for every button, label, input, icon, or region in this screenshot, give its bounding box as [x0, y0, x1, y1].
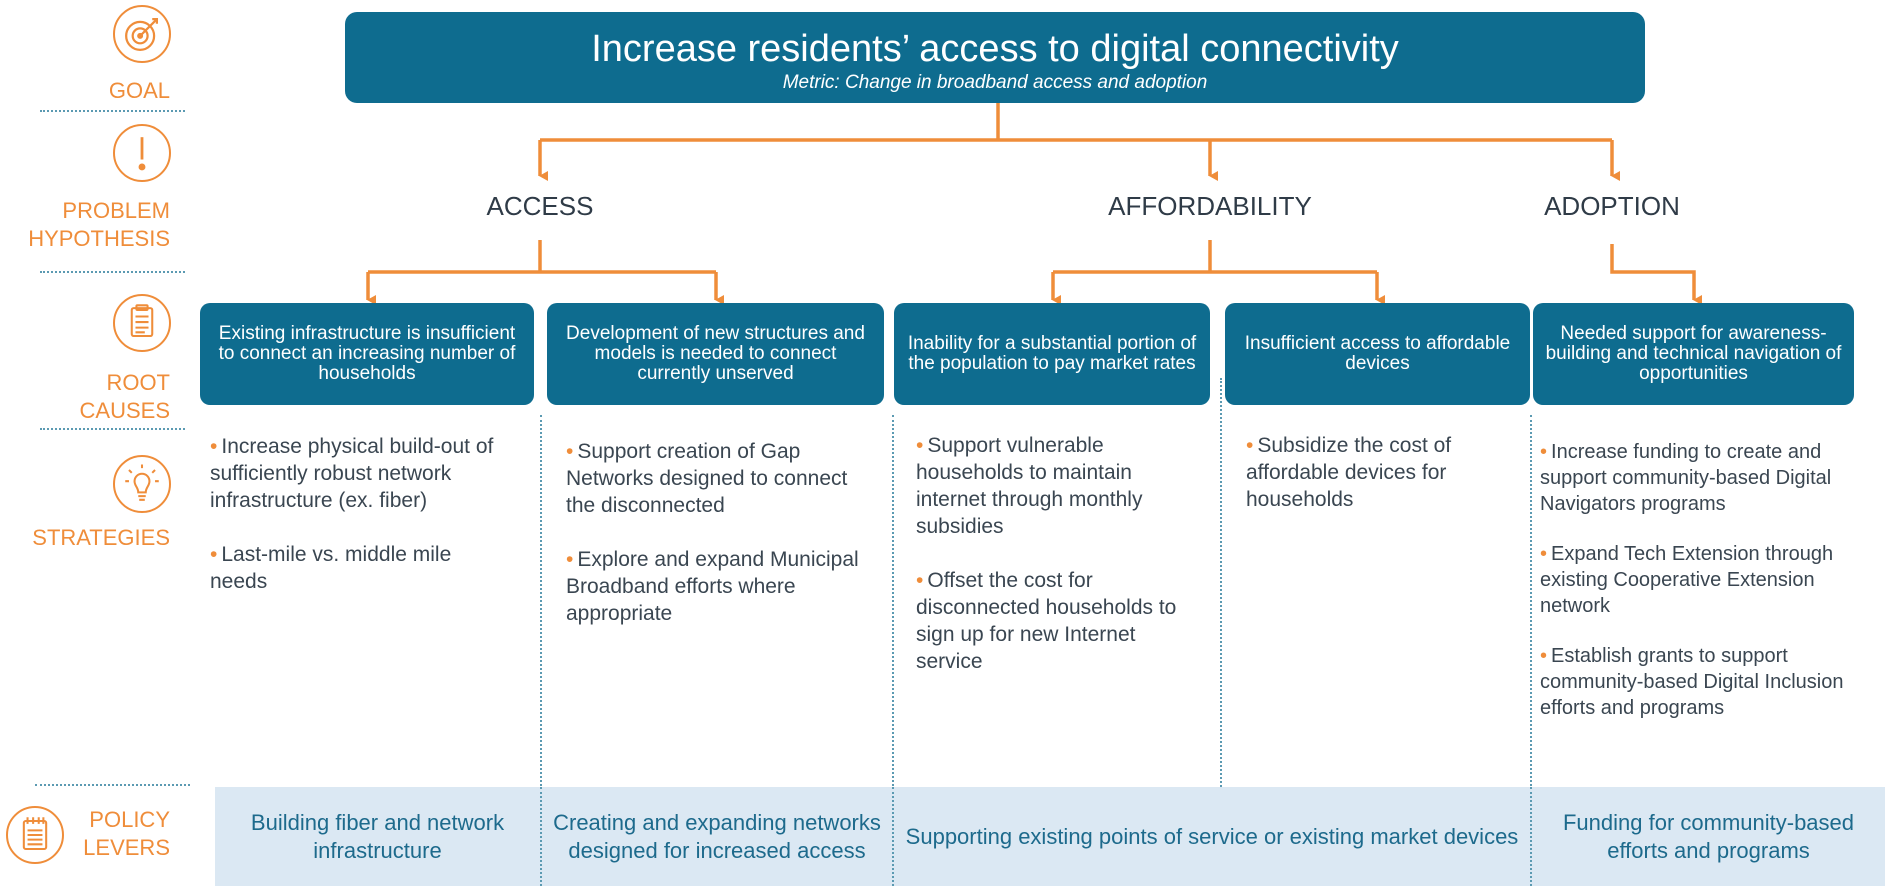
policy-divider [540, 787, 542, 886]
column-divider [1530, 415, 1532, 886]
legend-strategies: STRATEGIES [32, 525, 170, 550]
root-cause-devices: Insufficient access to affordable device… [1225, 303, 1530, 405]
legend-divider [35, 784, 190, 786]
strategies-infrastructure: •Increase physical build-out of sufficie… [210, 433, 510, 622]
legend-goal: GOAL [108, 78, 170, 103]
policy-lever-community: Funding for community-based efforts and … [1562, 809, 1855, 863]
strategies-market-rates: •Support vulnerable households to mainta… [916, 432, 1206, 702]
strategy-item: •Increase physical build-out of sufficie… [210, 435, 494, 512]
strategy-item: •Increase funding to create and support … [1540, 441, 1832, 515]
policy-divider [892, 787, 894, 886]
legend-divider [40, 271, 185, 273]
target-icon [113, 5, 171, 63]
category-adoption: ADOPTION [1544, 191, 1680, 221]
column-divider [892, 415, 894, 886]
root-cause-navigation: Needed support for awareness-building an… [1533, 303, 1854, 405]
policy-divider [1530, 787, 1532, 886]
category-access: ACCESS [486, 191, 594, 221]
legend-divider [40, 428, 185, 430]
clipboard-icon [113, 294, 171, 352]
goal-title: Increase residents’ access to digital co… [591, 28, 1399, 70]
strategy-item: •Expand Tech Extension through existing … [1540, 543, 1834, 617]
column-divider [1220, 378, 1222, 798]
strategies-new-models: •Support creation of Gap Networks design… [566, 438, 866, 654]
policy-lever-networks: Creating and expanding networks designed… [553, 809, 881, 863]
strategy-item: •Support vulnerable households to mainta… [916, 434, 1143, 538]
strategies-devices: •Subsidize the cost of affordable device… [1246, 432, 1496, 540]
strategy-item: •Offset the cost for disconnected househ… [916, 569, 1177, 673]
strategies-navigation: •Increase funding to create and support … [1540, 439, 1880, 748]
policy-levers-band [215, 787, 1885, 886]
strategy-item: •Subsidize the cost of affordable device… [1246, 434, 1452, 511]
category-affordability: AFFORDABILITY [1108, 191, 1312, 221]
goal-metric: Metric: Change in broadband access and a… [782, 72, 1208, 93]
root-cause-market-rates: Inability for a substantial portion of t… [894, 303, 1210, 405]
exclamation-icon [113, 124, 171, 182]
root-cause-new-models: Development of new structures and models… [547, 303, 884, 405]
strategy-item: •Explore and expand Municipal Broadband … [566, 548, 859, 625]
column-divider [540, 415, 542, 886]
goal-box: Increase residents’ access to digital co… [345, 12, 1645, 103]
notepad-icon [6, 806, 64, 864]
policy-lever-fiber: Building fiber and network infrastructur… [250, 809, 505, 863]
strategy-item: •Support creation of Gap Networks design… [566, 440, 848, 517]
policy-lever-existing-service: Supporting existing points of service or… [905, 823, 1519, 849]
legend-divider [40, 110, 185, 112]
lightbulb-icon [113, 455, 171, 513]
root-cause-infrastructure: Existing infrastructure is insufficient … [200, 303, 534, 405]
strategy-item: •Establish grants to support community-b… [1540, 645, 1844, 719]
strategy-item: •Last-mile vs. middle mile needs [210, 543, 452, 593]
